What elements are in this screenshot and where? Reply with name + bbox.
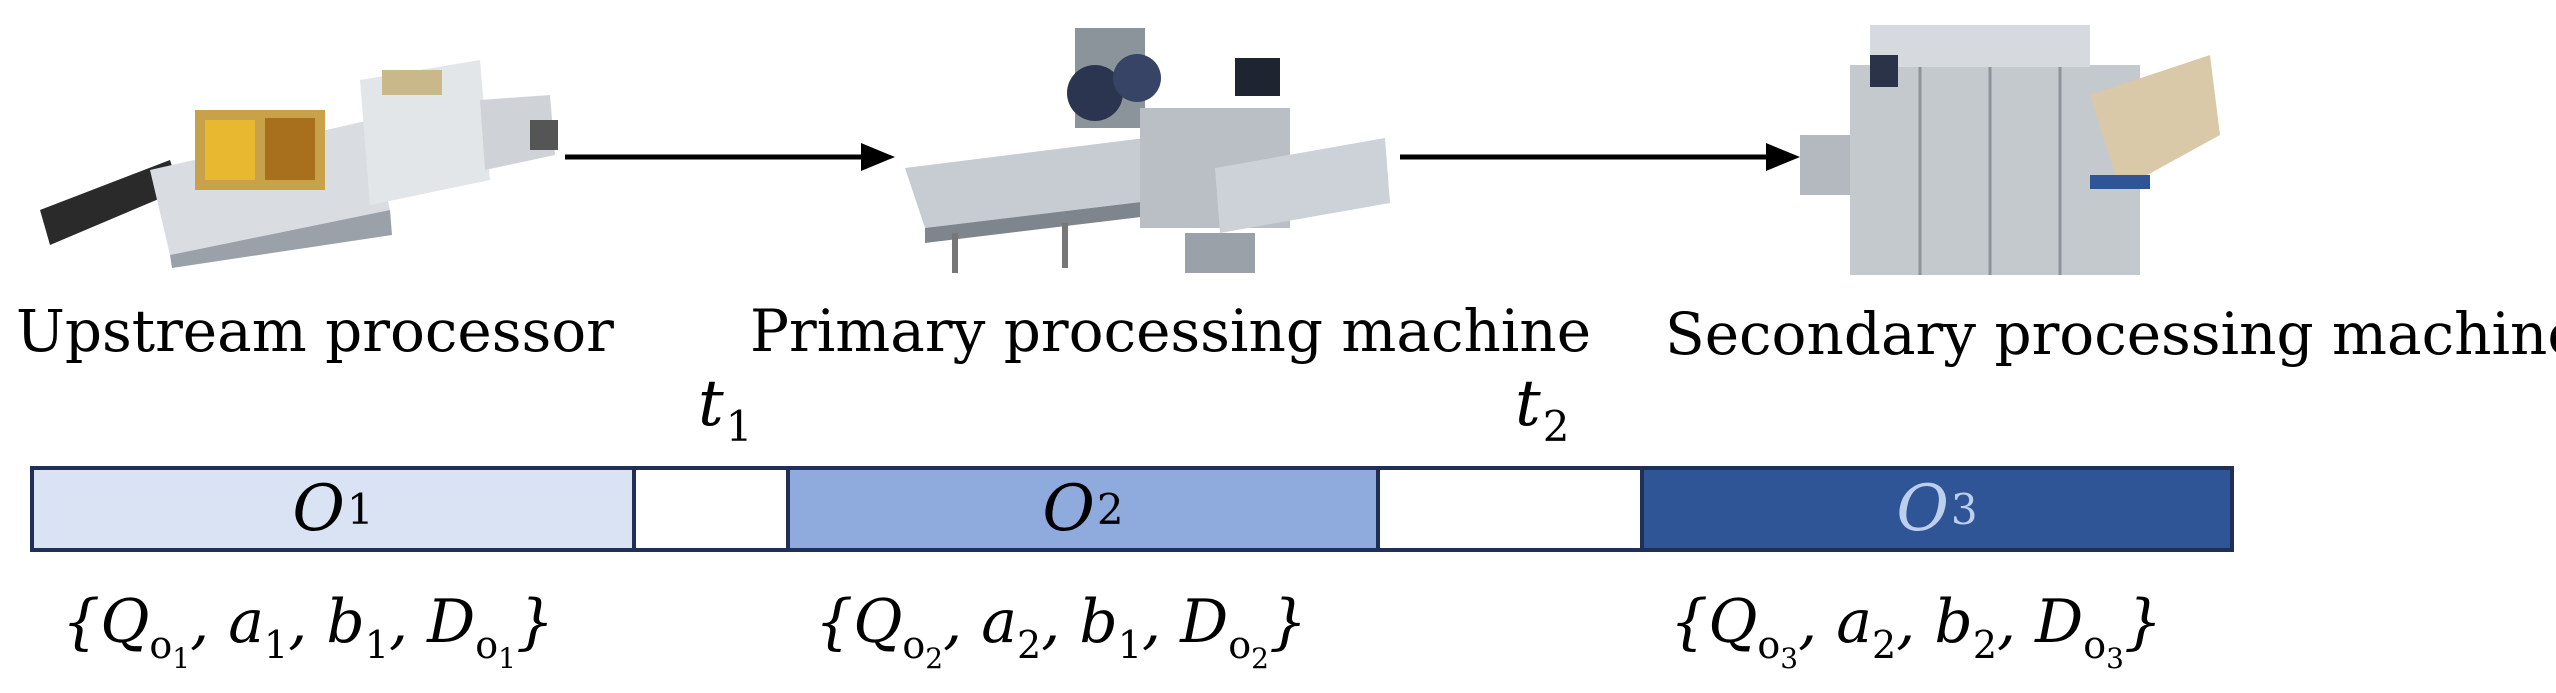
- machine-label-upstream: Upstream processor: [16, 297, 614, 365]
- machine-label-primary: Primary processing machine: [750, 297, 1592, 365]
- cartoner-icon: [1800, 25, 2220, 275]
- parameter-set-3: {Qo3, a2, b2, Do3}: [1670, 587, 2163, 675]
- flow-arrow-2: [1400, 143, 1800, 171]
- parameter-set-2: {Qo2, a2, b1, Do2}: [815, 587, 1308, 675]
- parameter-set-1: {Qo1, a1, b1, Do1}: [62, 587, 555, 675]
- transition-label-t1: t1: [698, 367, 753, 451]
- flow-wrapper-icon: [905, 28, 1390, 273]
- primary-processing-machine-image: [885, 18, 1405, 288]
- transition-label-t2: t2: [1515, 367, 1570, 451]
- oven-conveyor-icon: [40, 60, 558, 268]
- upstream-processor-image: [30, 40, 570, 270]
- gap-segment-t1: [636, 470, 790, 548]
- secondary-processing-machine-image: [1790, 15, 2230, 290]
- gap-segment-t2: [1380, 470, 1644, 548]
- flow-arrow-1: [565, 143, 895, 171]
- machine-label-secondary: Secondary processing machine: [1665, 300, 2556, 368]
